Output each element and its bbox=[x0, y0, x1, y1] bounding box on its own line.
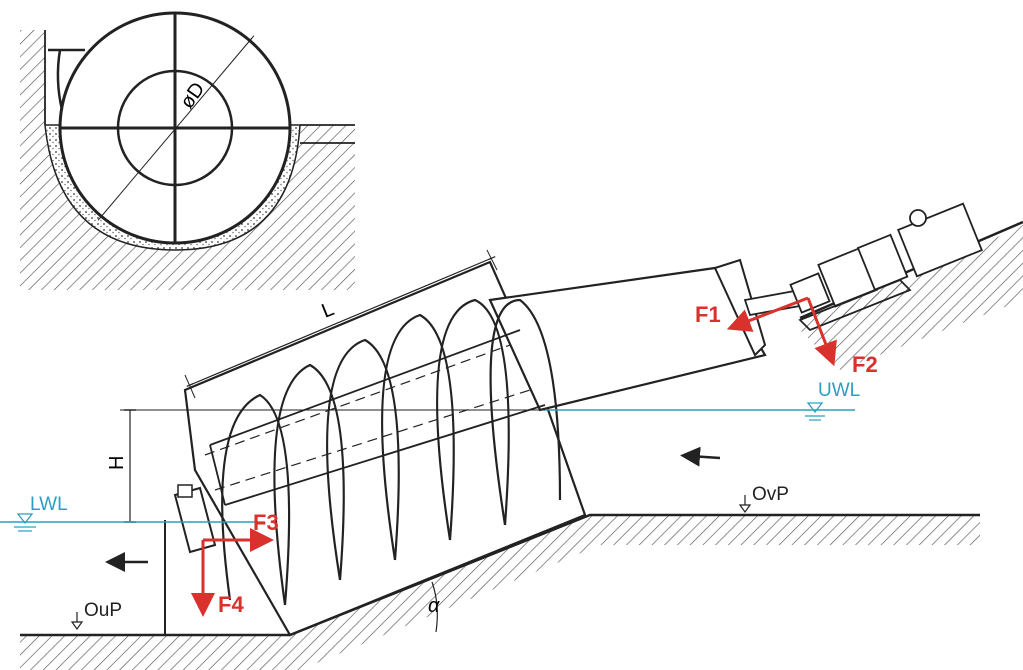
flow-arrows bbox=[105, 446, 721, 572]
force-f1-arrow-icon bbox=[726, 296, 809, 332]
cross-section-ground bbox=[20, 30, 355, 290]
force-f2-label: F2 bbox=[852, 352, 878, 377]
force-f2-arrow-icon bbox=[806, 297, 837, 367]
drive-unit bbox=[743, 202, 983, 332]
reference-points: OvP OuP bbox=[70, 484, 789, 631]
force-f3-label: F3 bbox=[253, 510, 279, 535]
inflow-arrow-icon bbox=[680, 446, 721, 467]
water-levels: UWL LWL bbox=[0, 380, 860, 532]
motor-fan-icon bbox=[909, 209, 927, 227]
outflow-point-label: OuP bbox=[84, 600, 122, 621]
upper-water-level-label: UWL bbox=[818, 380, 860, 401]
coupling bbox=[789, 272, 831, 314]
force-f1-label: F1 bbox=[695, 302, 721, 327]
cross-section: øD bbox=[20, 11, 355, 290]
screw-shaft bbox=[488, 266, 767, 412]
overflow-point-label: OvP bbox=[752, 484, 789, 505]
force-f4-label: F4 bbox=[218, 592, 244, 617]
height-label: H bbox=[106, 456, 128, 470]
length-label: L bbox=[319, 298, 338, 323]
forces: F1 F2 F3 F4 bbox=[191, 296, 878, 617]
lower-water-level-label: LWL bbox=[30, 494, 68, 515]
angle-label: α bbox=[428, 595, 440, 617]
